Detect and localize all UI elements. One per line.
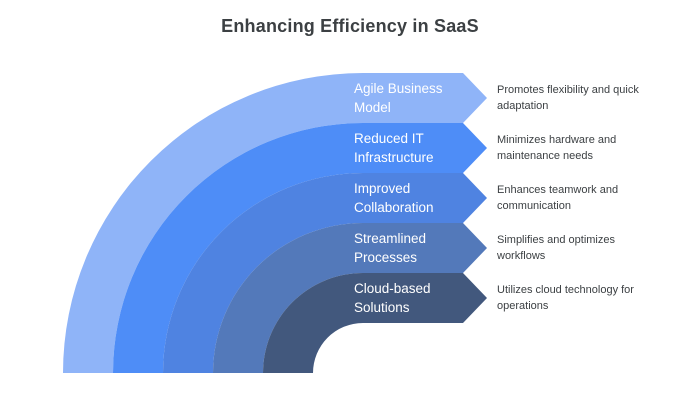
diagram-title: Enhancing Efficiency in SaaS [221,16,479,36]
arc-description-5: Utilizes cloud technology for operations [497,283,634,313]
arc-label-1: Agile Business Model [354,80,443,115]
arc-segment-4 [213,223,487,373]
arc-segment-5 [263,273,487,373]
arc-description-1: Promotes flexibility and quick adaptatio… [497,83,639,113]
arc-label-3: Improved Collaboration [354,180,434,215]
arc-segment-1 [63,73,487,373]
arc-label-4: Streamlined Processes [354,230,427,265]
arc-description-2: Minimizes hardware and maintenance needs [497,133,617,163]
arc-description-4: Simplifies and optimizes workflows [497,233,615,263]
arc-description-3: Enhances teamwork and communication [497,183,619,213]
arc-segment-2 [113,123,487,373]
arc-label-5: Cloud-based Solutions [354,280,431,315]
arc-label-2: Reduced IT Infrastructure [354,130,434,165]
